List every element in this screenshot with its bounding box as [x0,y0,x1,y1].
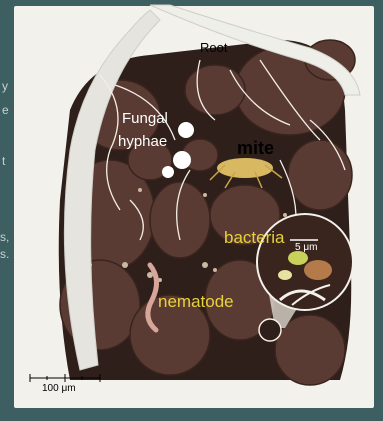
root-label: Root [200,40,227,55]
inset-origin-circle [259,319,281,341]
fungal-hyphae-label-line2: hyphae [118,133,167,150]
mite-label: mite [237,138,274,159]
bacteria-label: bacteria [224,228,284,248]
inset-scale-label: 5 μm [295,242,317,253]
nematode-label: nematode [158,292,234,312]
scale-bar-label: 100 μm [42,383,76,394]
fungal-hyphae-label-line1: Fungal [122,110,168,127]
